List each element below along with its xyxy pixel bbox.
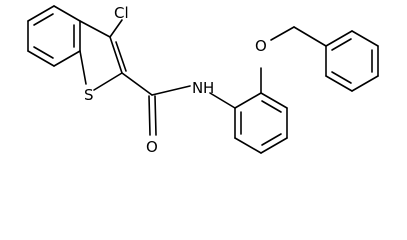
- bond: [148, 95, 151, 136]
- bond: [234, 92, 262, 109]
- bond: [325, 30, 353, 47]
- bond: [331, 38, 352, 51]
- bond: [33, 46, 54, 59]
- bond: [293, 26, 327, 47]
- bond: [79, 20, 111, 38]
- sulfur-atom-label: S: [84, 86, 94, 104]
- amide-hydrogen-atom-label: H: [203, 79, 214, 97]
- bond: [27, 50, 55, 67]
- bond: [154, 95, 157, 136]
- bond: [53, 50, 81, 67]
- bond: [260, 92, 288, 109]
- bond: [351, 75, 379, 92]
- bond: [325, 75, 353, 92]
- bond: [261, 100, 282, 113]
- chlorine-atom-label: Cl: [114, 4, 129, 22]
- bond: [121, 72, 153, 96]
- chemical-structure-diagram: Cl S O N H O: [27, 4, 379, 156]
- bond: [53, 5, 81, 22]
- bond: [260, 137, 288, 154]
- bond: [209, 92, 236, 109]
- bond: [115, 41, 127, 72]
- ether-oxygen-atom-label: O: [255, 37, 267, 55]
- bond: [33, 13, 54, 26]
- bond: [270, 26, 295, 41]
- bond: [109, 19, 123, 38]
- bond: [261, 133, 282, 146]
- bond: [79, 50, 87, 85]
- bond: [331, 71, 352, 84]
- bond: [351, 30, 379, 47]
- atom-labels: Cl S O N H O: [84, 4, 267, 156]
- bond: [93, 72, 123, 91]
- bond: [27, 5, 55, 22]
- bond-lines: [27, 5, 379, 154]
- bond: [234, 137, 262, 154]
- bond: [109, 36, 123, 74]
- bond: [151, 85, 191, 96]
- carbonyl-oxygen-atom-label: O: [146, 138, 158, 156]
- nitrogen-atom-label: N: [192, 79, 203, 97]
